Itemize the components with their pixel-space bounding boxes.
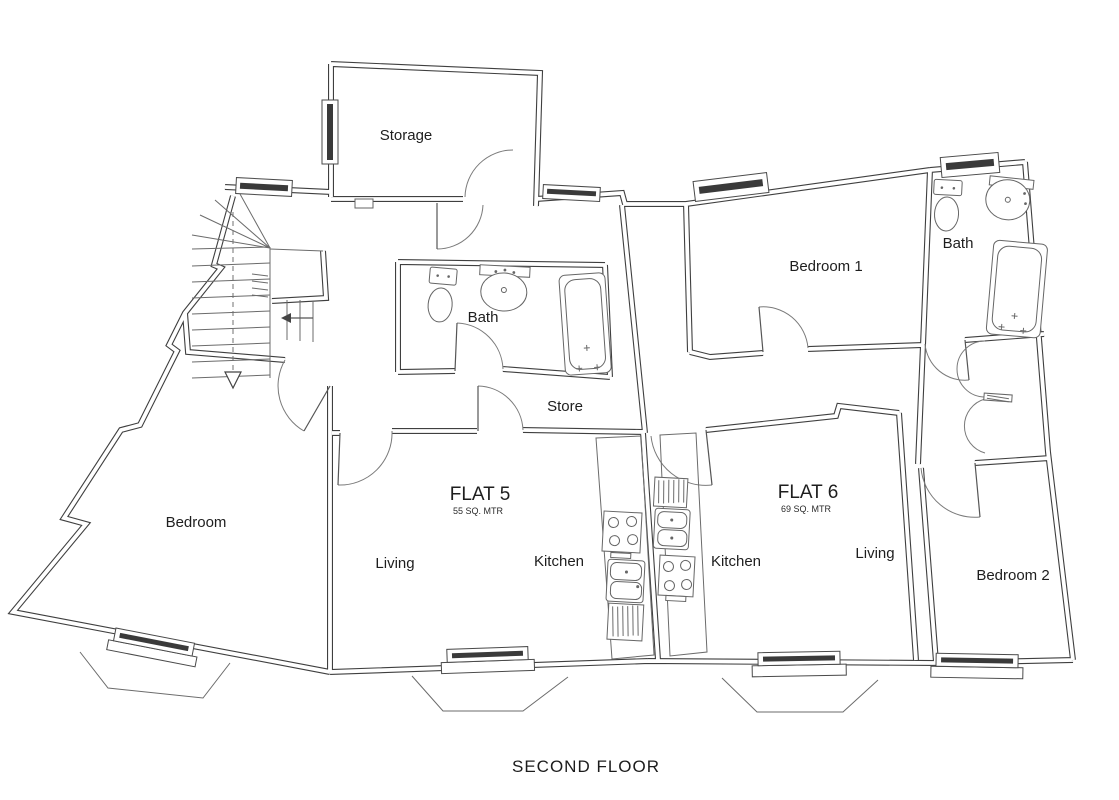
room-label-flat6-living: Living <box>855 545 894 562</box>
flat5-name-label: FLAT 5 <box>450 484 511 505</box>
door-bedroom-left <box>277 359 331 432</box>
bath-right-fixtures <box>933 175 1048 339</box>
floor-title: SECOND FLOOR <box>512 757 660 776</box>
windows <box>79 99 1024 713</box>
door-bath-left <box>454 322 504 372</box>
room-label-bedroom-left: Bedroom <box>166 514 227 531</box>
sink-icon <box>985 175 1035 221</box>
flat5-area-label: 55 SQ. MTR <box>453 506 504 516</box>
room-label-flat5-living: Living <box>375 555 414 572</box>
doors <box>277 149 1013 518</box>
flat6-name-label: FLAT 6 <box>778 482 839 503</box>
walls <box>13 64 1073 672</box>
stove-icon <box>601 510 643 560</box>
window-hall-top <box>542 184 601 203</box>
door-flat6-entry <box>650 429 713 486</box>
kitchen-sink-icon <box>605 558 646 642</box>
wall-pier <box>354 198 374 209</box>
door-store <box>477 385 524 431</box>
window-bath-right-top <box>939 151 1001 179</box>
toilet-icon <box>933 178 963 232</box>
door-flat5-entry <box>337 430 393 486</box>
bay-window-flat5 <box>411 646 569 712</box>
room-labels: Storage Bath Bedroom 1 Bath Store Bedroo… <box>166 127 1050 584</box>
window-stairs-top <box>235 177 293 197</box>
door-bath-right <box>924 339 970 381</box>
room-label-bath-left: Bath <box>468 309 499 326</box>
room-label-bedroom1: Bedroom 1 <box>789 258 862 275</box>
stove-icon <box>657 554 696 603</box>
room-label-flat5-kitchen: Kitchen <box>534 553 584 570</box>
window-bedroom1-top <box>692 172 770 202</box>
kitchen-sink-icon <box>652 476 691 551</box>
room-label-flat6-kitchen: Kitchen <box>711 553 761 570</box>
kitchen-counters <box>595 432 708 660</box>
bay-window-bedroom-left <box>79 627 231 699</box>
door-hall <box>436 203 484 250</box>
room-label-bath-right: Bath <box>943 235 974 252</box>
sink-icon <box>479 264 531 312</box>
bath-left-fixtures <box>427 264 612 376</box>
stair-down-arrow <box>224 212 242 390</box>
flat6-area-label: 69 SQ. MTR <box>781 504 832 514</box>
room-label-store: Store <box>547 398 583 415</box>
window-storage-left <box>321 99 339 165</box>
room-label-storage: Storage <box>380 127 433 144</box>
bay-window-flat6 <box>721 650 879 713</box>
room-label-bedroom2: Bedroom 2 <box>976 567 1049 584</box>
closet-double-doors <box>956 340 1013 454</box>
window-bedroom2-bottom <box>930 652 1024 680</box>
staircase <box>191 193 324 390</box>
bathtub-icon <box>985 239 1048 339</box>
bathtub-icon <box>558 272 612 376</box>
door-bedroom2 <box>920 462 981 518</box>
stair-left-arrow <box>281 313 313 323</box>
door-arc-storage <box>464 149 514 198</box>
door-bedroom1 <box>758 306 809 353</box>
toilet-icon <box>427 266 458 323</box>
